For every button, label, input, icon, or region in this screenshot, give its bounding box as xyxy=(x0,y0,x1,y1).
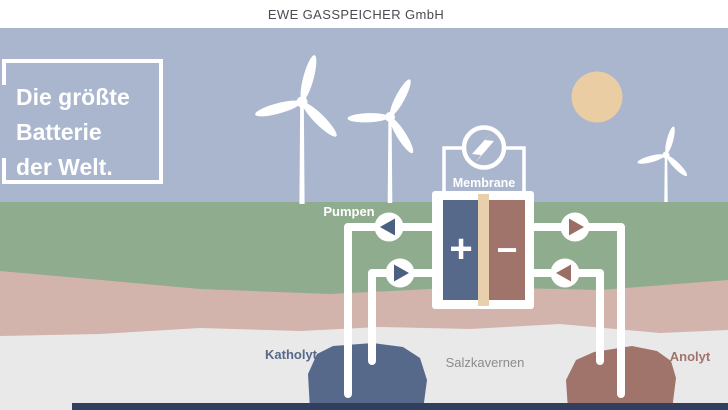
pump-right-bottom-arrow-icon xyxy=(556,264,571,282)
hero-title: Die größte Batterie der Welt. xyxy=(16,80,166,185)
footer-bar xyxy=(72,403,728,410)
pump-left-bottom-arrow-icon xyxy=(394,264,409,282)
battery-cell-positive xyxy=(443,200,480,300)
hero-box-left-stub-bottom xyxy=(2,158,6,184)
anolyte-label: Anolyt xyxy=(669,349,711,364)
hero-title-box xyxy=(2,59,163,184)
membrane-label: Membrane xyxy=(452,176,516,190)
pump-icons xyxy=(374,212,590,288)
battery-minus-sign: − xyxy=(496,229,518,270)
salt-caverns-label: Salzkavernen xyxy=(445,355,525,370)
sun-icon xyxy=(571,71,623,123)
pump-right-top-arrow-icon xyxy=(569,218,584,236)
wind-turbine-small-icon xyxy=(637,126,688,202)
pipe-catholyte-deep xyxy=(344,223,437,398)
wind-turbine-medium-icon xyxy=(347,79,414,203)
catholyte-label: Katholyt xyxy=(265,347,317,362)
wind-turbine-large-icon xyxy=(255,55,337,204)
battery-unit xyxy=(432,191,534,309)
scene-illustration xyxy=(0,28,728,410)
pumps-label: Pumpen xyxy=(323,204,375,219)
hero-box-left-stub-top xyxy=(2,59,6,85)
hero-title-line2: Batterie xyxy=(16,119,102,145)
catholyte-cavern xyxy=(308,343,427,410)
page-title: EWE GASSPEICHER GmbH xyxy=(267,7,445,22)
pump-left-top-arrow-icon xyxy=(380,218,395,236)
lightning-icon xyxy=(472,133,494,163)
hero-title-line1: Die größte xyxy=(16,84,130,110)
hero-title-line3: der Welt. xyxy=(16,154,113,180)
battery-plus-sign: + xyxy=(449,227,473,271)
membrane-strip xyxy=(478,194,489,306)
battery-cell-negative xyxy=(488,200,525,300)
